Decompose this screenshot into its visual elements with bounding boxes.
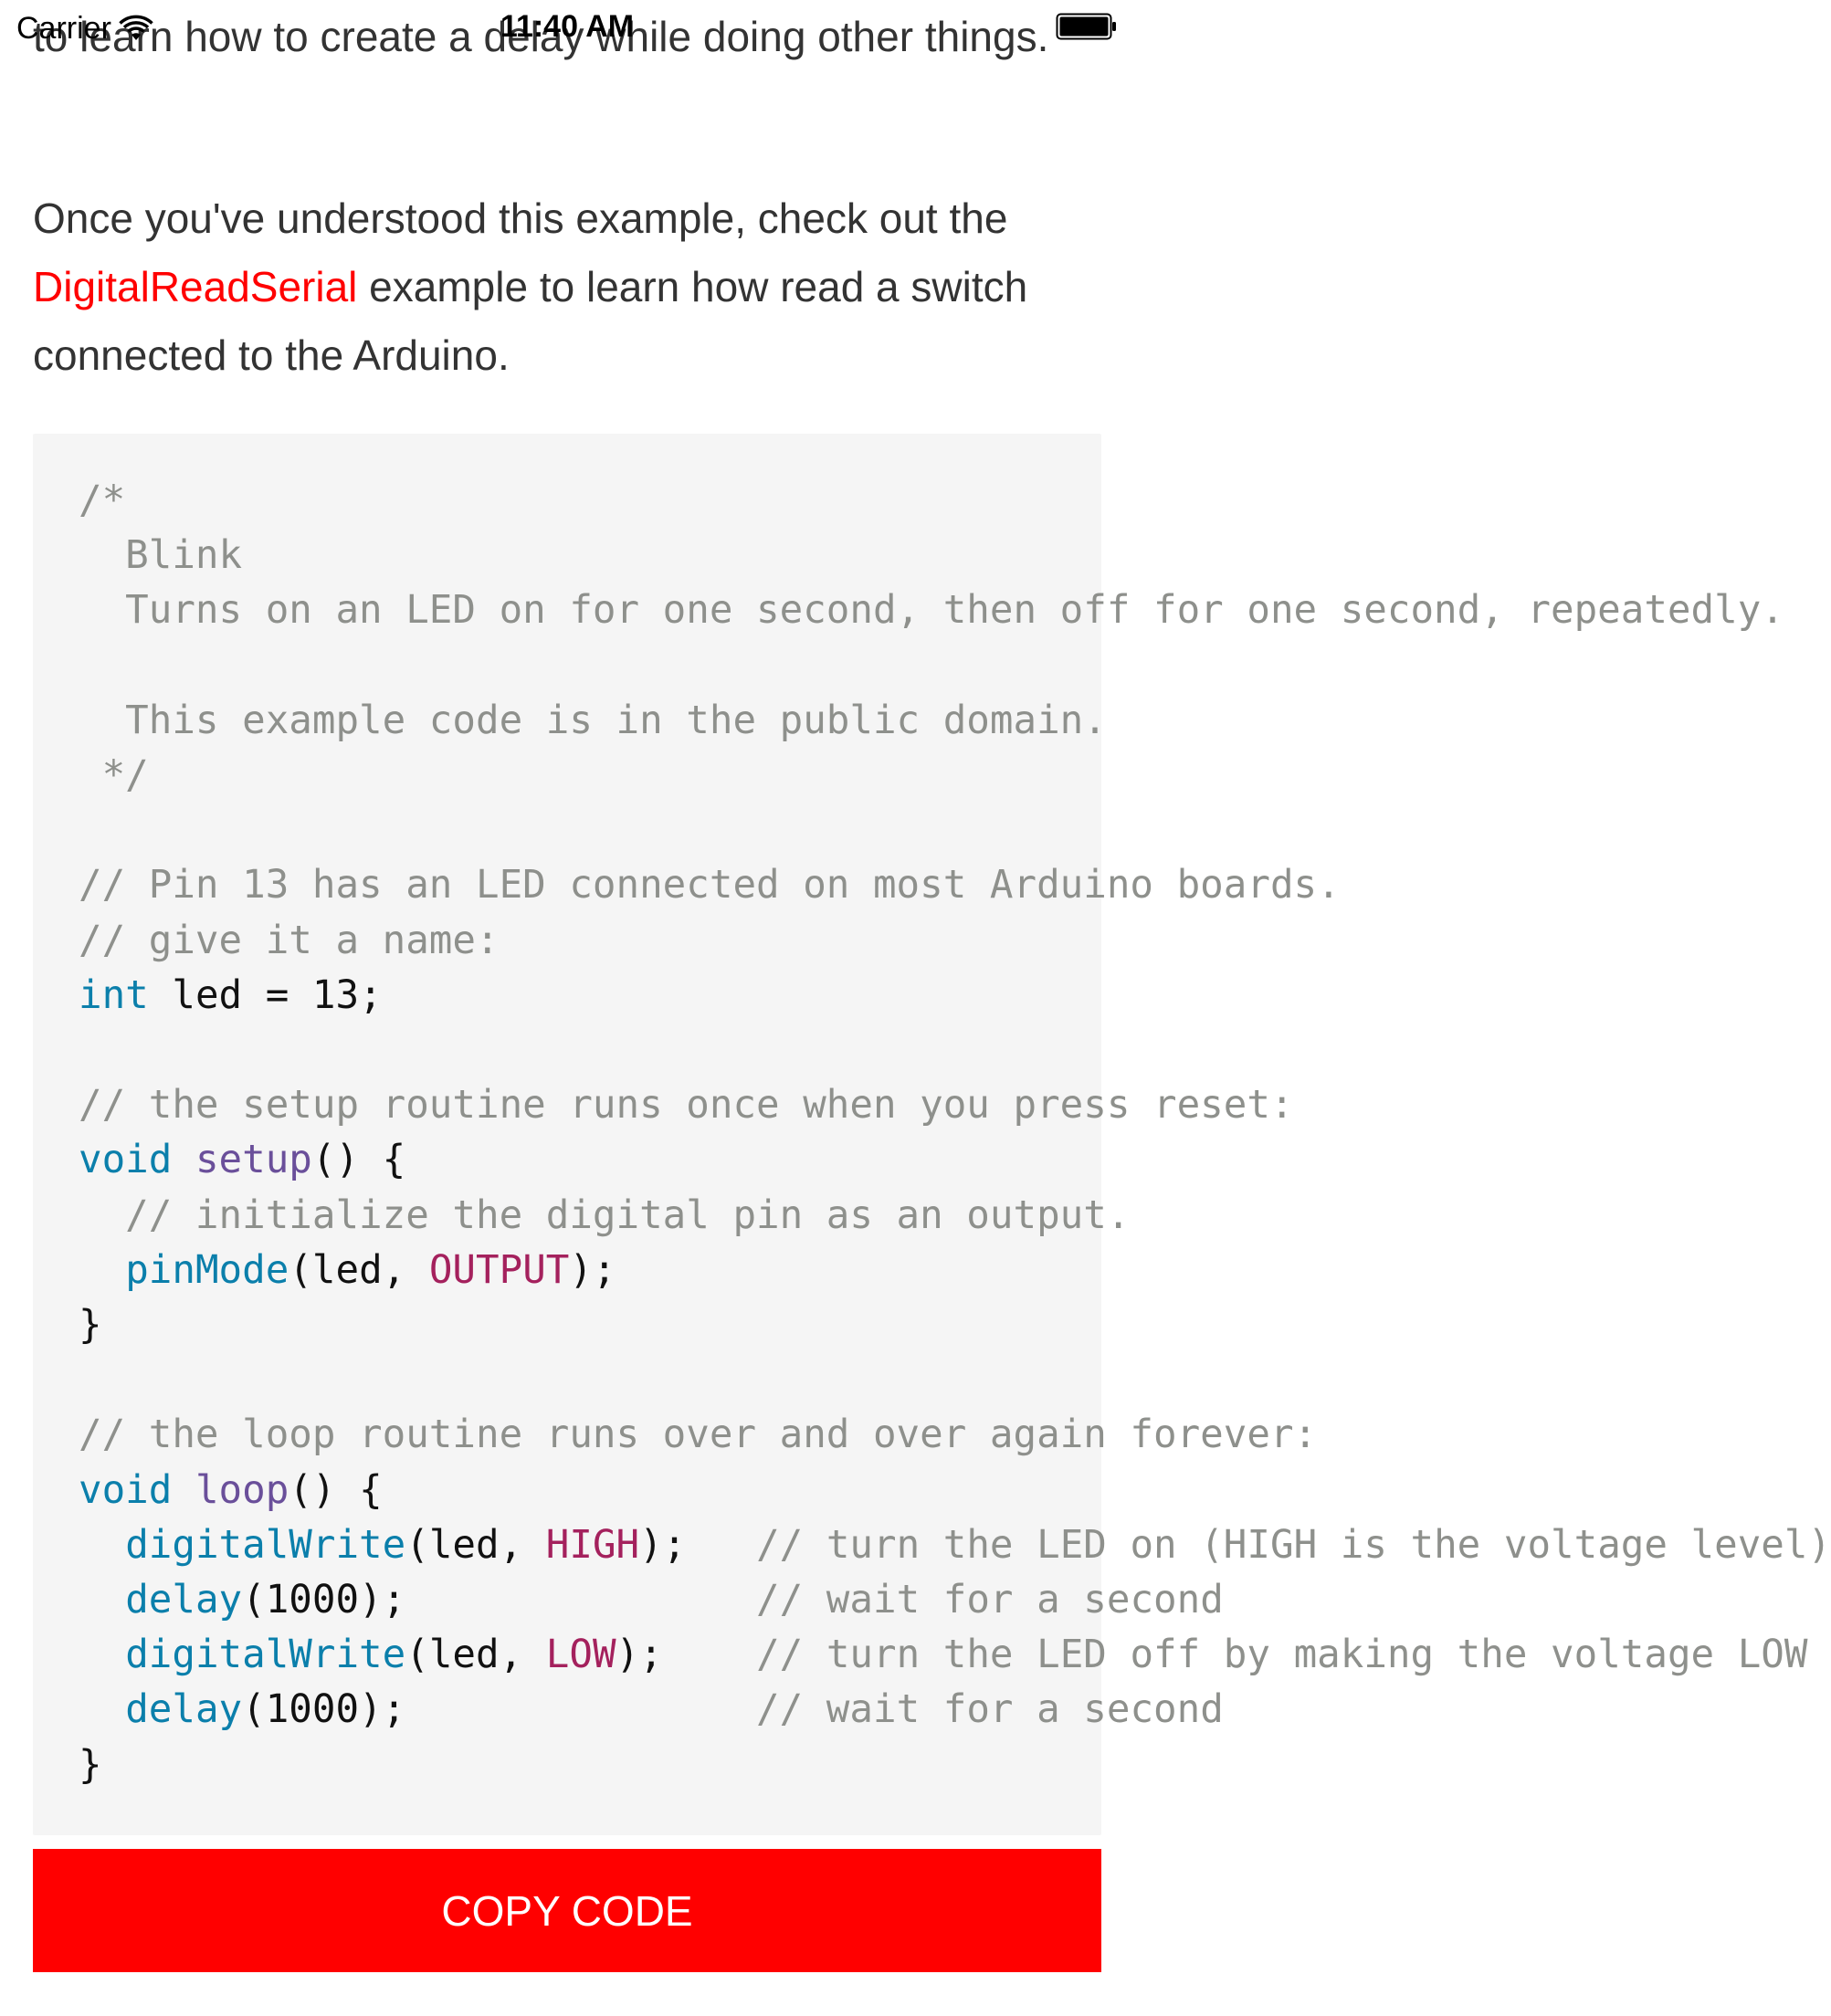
code-line: Blink <box>79 533 242 578</box>
code-line: // initialize the digital pin as an outp… <box>79 1193 1130 1238</box>
code-token: int <box>79 972 149 1018</box>
code-token: // wait for a second <box>756 1687 1224 1733</box>
code-line: // Pin 13 has an LED connected on most A… <box>79 863 1341 908</box>
code-token: setup <box>195 1138 312 1183</box>
code-line: delay(1000); // wait for a second <box>79 1578 1224 1622</box>
status-time: 11:40 AM <box>500 9 635 44</box>
code-token: (1000); <box>242 1578 757 1623</box>
code-token: (1000); <box>242 1687 757 1733</box>
code-token: (led, <box>405 1522 546 1568</box>
code-token <box>79 1633 125 1677</box>
paragraph-text: Once you've understood this example, che… <box>33 194 1008 242</box>
article-paragraph: to learn how to create a delay while doi… <box>33 13 1049 60</box>
code-token <box>79 1248 125 1293</box>
code-token: Turns on an LED on for one second, then … <box>79 588 1784 634</box>
code-token: ); <box>616 1633 757 1678</box>
code-token: loop <box>195 1467 289 1513</box>
code-token: // give it a name: <box>79 918 500 963</box>
code-token: // Pin 13 has an LED connected on most A… <box>79 863 1341 908</box>
code-token: // the loop routine runs over and over a… <box>79 1412 1318 1458</box>
carrier-indicator: Carrier <box>16 11 153 47</box>
code-token: Blink <box>79 533 243 579</box>
code-line: digitalWrite(led, LOW); // turn the LED … <box>79 1633 1808 1678</box>
code-token: () { <box>311 1138 406 1183</box>
article-paragraph: Once you've understood this example, che… <box>33 184 1106 390</box>
code-line: digitalWrite(led, HIGH); // turn the LED… <box>79 1523 1831 1568</box>
paragraph-text: example to learn how read a switch conne… <box>33 263 1028 379</box>
code-token: (led, <box>405 1633 546 1678</box>
code-line: } <box>79 1303 102 1348</box>
screen: Carrier 11:40 AM to learn how to create … <box>0 0 1831 1972</box>
code-token: // wait for a second <box>756 1578 1224 1623</box>
code-token: LOW <box>545 1633 616 1678</box>
wifi-icon <box>119 15 153 40</box>
code-token: } <box>79 1742 102 1788</box>
code-token: (led, <box>289 1247 429 1293</box>
code-token: ); <box>569 1247 616 1293</box>
status-bar: Carrier 11:40 AM <box>0 0 1134 55</box>
code-token: /* <box>79 478 126 523</box>
code-block[interactable]: /* Blink Turns on an LED on for one seco… <box>33 434 1831 1835</box>
code-token <box>79 1578 125 1622</box>
code-token: } <box>79 1303 102 1349</box>
code-line: delay(1000); // wait for a second <box>79 1687 1224 1732</box>
code-token: delay <box>125 1687 243 1733</box>
code-line: int led = 13; <box>79 973 383 1018</box>
code-token <box>79 1523 125 1568</box>
code-token <box>79 1687 125 1732</box>
code-line: // give it a name: <box>79 919 500 963</box>
digitalreadserial-link[interactable]: DigitalReadSerial <box>33 263 358 310</box>
code-token: // turn the LED on (HIGH is the voltage … <box>756 1522 1831 1568</box>
code-token: led = 13; <box>148 972 383 1018</box>
code-token: void <box>79 1138 173 1183</box>
code-token: */ <box>79 753 149 799</box>
code-token <box>172 1138 195 1182</box>
code-token: HIGH <box>545 1522 640 1568</box>
code-line: } <box>79 1743 102 1788</box>
code-token: delay <box>125 1578 243 1623</box>
code-token: ); <box>639 1522 757 1568</box>
code-token: pinMode <box>125 1247 289 1293</box>
code-line: // the loop routine runs over and over a… <box>79 1412 1317 1457</box>
code-line: void setup() { <box>79 1138 405 1182</box>
code-listing: /* Blink Turns on an LED on for one seco… <box>79 474 1831 1793</box>
copy-code-button[interactable]: COPY CODE <box>33 1849 1101 1972</box>
code-token: // the setup routine runs once when you … <box>79 1083 1294 1129</box>
battery-icon <box>1056 13 1116 40</box>
code-line: /* <box>79 478 125 523</box>
code-line: Turns on an LED on for one second, then … <box>79 588 1784 633</box>
code-line: pinMode(led, OUTPUT); <box>79 1248 616 1293</box>
code-line: // the setup routine runs once when you … <box>79 1083 1294 1128</box>
code-token: // initialize the digital pin as an outp… <box>79 1192 1131 1238</box>
code-line: void loop() { <box>79 1468 383 1513</box>
code-token: This example code is in the public domai… <box>79 698 1107 743</box>
code-token <box>172 1468 195 1513</box>
code-token: OUTPUT <box>428 1247 570 1293</box>
code-token: digitalWrite <box>125 1522 406 1568</box>
code-token: void <box>79 1467 173 1513</box>
code-token: digitalWrite <box>125 1633 406 1678</box>
code-token: () { <box>289 1467 383 1513</box>
carrier-label: Carrier <box>16 11 111 46</box>
code-line: This example code is in the public domai… <box>79 698 1107 743</box>
code-token: // turn the LED off by making the voltag… <box>756 1633 1808 1678</box>
code-line: */ <box>79 753 149 798</box>
